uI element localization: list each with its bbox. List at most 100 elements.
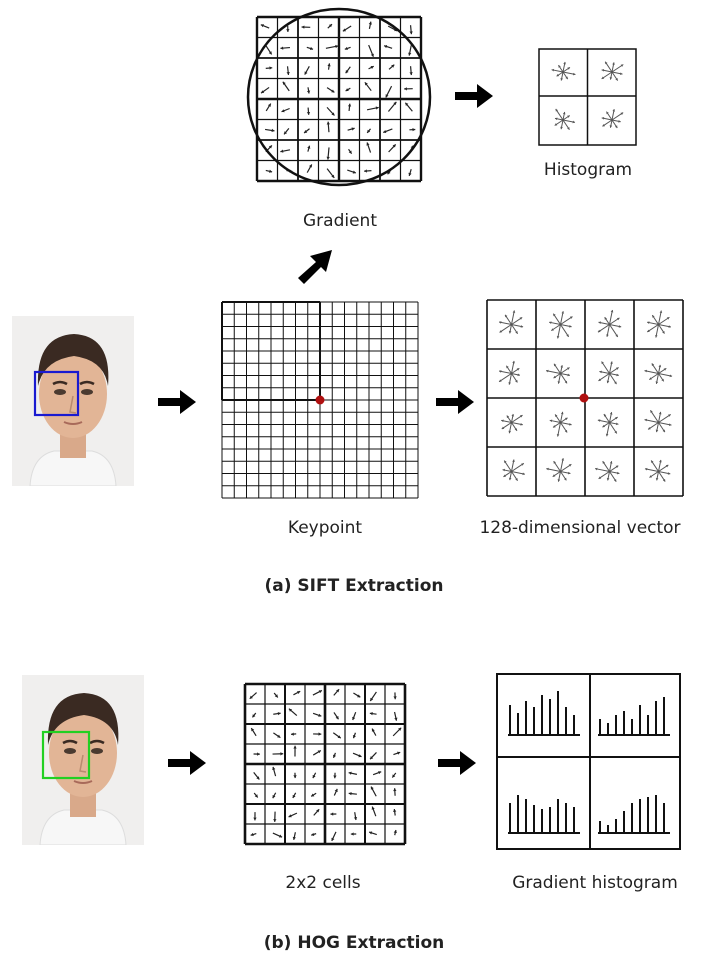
gradient-arrow: [265, 103, 272, 112]
gradient-arrow: [312, 689, 323, 696]
orientation-star-icon: [601, 109, 624, 129]
face-keypoint-box-sift: [33, 370, 80, 417]
gradient-arrow: [392, 727, 402, 737]
gradient-arrow: [273, 732, 281, 739]
orientation-star-icon: [546, 458, 572, 482]
orientation-star-icon: [644, 363, 673, 384]
orientation-star-icon: [597, 309, 622, 338]
gradient-arrow: [325, 44, 339, 49]
gradient-arrow: [272, 766, 277, 777]
gradient-arrow: [250, 832, 257, 837]
gradient-arrow: [393, 751, 401, 756]
gradient-arrow: [368, 831, 377, 836]
face-photo-hog: [22, 675, 144, 845]
gradient-arrow: [313, 732, 322, 736]
orientation-star-icon: [601, 61, 624, 81]
keypoint-marker: [315, 395, 325, 405]
sift-keypoint-grid: [221, 301, 419, 499]
gradient-arrow: [366, 106, 379, 111]
keypoint-marker: [579, 393, 589, 403]
gradient-arrow: [260, 24, 270, 29]
gradient-arrow: [404, 102, 413, 112]
gradient-arrow: [371, 806, 377, 817]
caption-keypoint: Keypoint: [287, 518, 363, 538]
gradient-arrow: [369, 712, 377, 716]
gradient-arrow: [393, 711, 398, 721]
gradient-arrow: [273, 811, 277, 822]
orientation-star-icon: [549, 411, 572, 437]
gradient-arrow: [306, 164, 313, 173]
caption-gradient: Gradient: [303, 211, 377, 231]
gradient-arrow: [387, 101, 397, 112]
gradient-arrow: [288, 708, 298, 717]
gradient-arrow: [404, 87, 413, 91]
gradient-arrow: [348, 771, 358, 775]
gradient-arrow: [303, 128, 310, 134]
gradient-arrow: [408, 169, 412, 177]
orientation-star-icon: [549, 311, 573, 339]
gradient-arrow: [272, 752, 284, 756]
gradient-arrow: [332, 732, 342, 739]
gradient-arrow: [286, 25, 290, 32]
gradient-arrow: [370, 786, 377, 797]
gradient-arrow: [342, 25, 352, 32]
gradient-arrow: [280, 149, 291, 153]
gradient-arrow: [272, 792, 277, 799]
gradient-arrow: [352, 711, 357, 721]
gradient-arrow: [293, 772, 297, 779]
gradient-arrow: [281, 107, 290, 113]
gradient-arrow: [301, 25, 311, 29]
gradient-arrow: [304, 66, 310, 75]
gradient-arrow: [409, 66, 413, 76]
gaussian-window-circle: [246, 7, 432, 187]
gradient-arrow: [253, 752, 260, 756]
gradient-arrow: [293, 690, 301, 696]
gradient-arrow: [393, 808, 397, 816]
orientation-star-icon: [554, 108, 576, 131]
gradient-arrow: [251, 712, 257, 718]
gradient-arrow: [345, 66, 351, 74]
gradient-arrow: [265, 45, 273, 55]
gradient-arrow: [393, 692, 397, 700]
gradient-arrow: [273, 711, 281, 716]
sift-histogram-2x2: [538, 48, 637, 146]
gradient-arrow: [332, 752, 337, 759]
gradient-arrow: [364, 169, 372, 173]
orientation-star-icon: [551, 61, 576, 81]
gradient-arrow: [331, 831, 337, 842]
gradient-arrow: [253, 812, 257, 821]
gradient-arrow: [368, 44, 374, 58]
arrow-up-right-icon: [298, 250, 332, 284]
gradient-arrow: [366, 142, 372, 153]
gradient-arrow: [290, 732, 297, 736]
gradient-arrow: [393, 788, 397, 796]
sift-descriptor-4x4: [486, 299, 684, 497]
arrow-right-icon: [168, 751, 206, 775]
gradient-arrow: [371, 728, 377, 736]
gradient-arrow: [306, 107, 311, 115]
gradient-arrow: [347, 127, 355, 131]
sift-section-title: (a) SIFT Extraction: [264, 576, 444, 596]
gradient-arrow: [264, 128, 275, 133]
gradient-arrow: [348, 791, 357, 796]
gradient-arrow: [333, 712, 339, 720]
gradient-arrow: [272, 832, 283, 838]
arrow-right-icon: [158, 390, 196, 414]
gradient-arrow: [333, 688, 340, 696]
hog-section-title: (b) HOG Extraction: [263, 933, 445, 953]
gradient-arrow: [353, 692, 361, 698]
gradient-arrow: [286, 66, 290, 75]
gradient-arrow: [347, 169, 357, 174]
hog-gradient-histogram: [496, 673, 681, 850]
gradient-arrow: [348, 148, 353, 155]
orientation-star-icon: [644, 410, 672, 433]
gradient-arrow: [352, 732, 357, 739]
gradient-arrow: [327, 63, 331, 70]
gradient-arrow: [366, 128, 371, 134]
gradient-arrow: [326, 147, 330, 160]
gradient-arrow: [408, 45, 412, 56]
gradient-arrow: [326, 121, 330, 133]
gradient-arrow: [383, 45, 393, 49]
gradient-arrow: [383, 128, 393, 134]
gradient-arrow: [312, 772, 317, 779]
